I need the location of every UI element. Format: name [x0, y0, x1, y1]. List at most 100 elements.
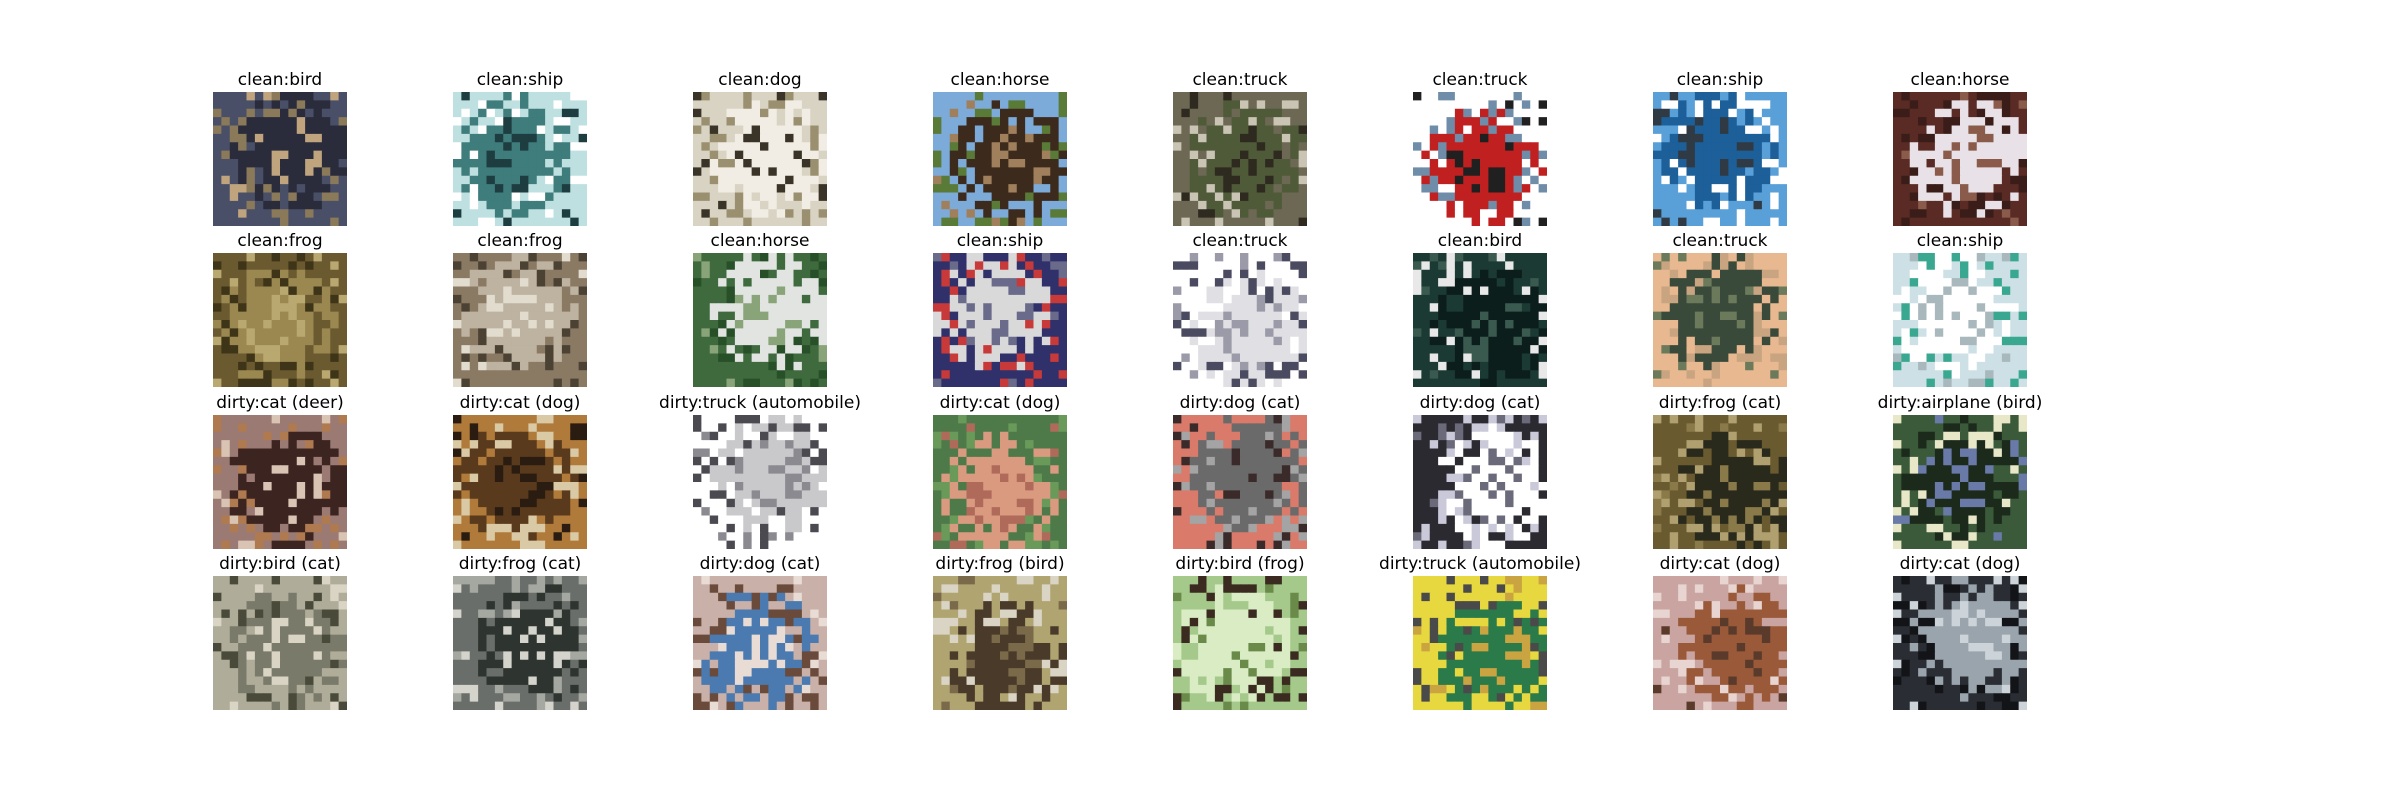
truck-photo-icon — [1413, 576, 1547, 710]
ship-photo-icon — [933, 253, 1067, 387]
dog-photo-icon — [1413, 415, 1547, 549]
grid-cell: clean:horse — [640, 231, 880, 391]
cell-caption: clean:truck — [1192, 231, 1288, 251]
thumbnail-mosaic — [933, 576, 1067, 710]
frog-photo-icon — [453, 576, 587, 710]
cat-photo-icon — [213, 415, 347, 549]
grid-cell: clean:ship — [1840, 231, 2080, 391]
dog-photo-icon — [693, 92, 827, 226]
thumbnail-mosaic — [1173, 576, 1307, 710]
cell-caption: dirty:cat (deer) — [216, 393, 344, 413]
cell-caption: dirty:truck (automobile) — [659, 393, 861, 413]
horse-photo-icon — [933, 92, 1067, 226]
cell-caption: dirty:cat (dog) — [939, 393, 1061, 413]
grid-cell: clean:truck — [1120, 70, 1360, 230]
thumbnail-mosaic — [213, 253, 347, 387]
grid-cell: clean:frog — [160, 231, 400, 391]
grid-cell: dirty:truck (automobile) — [1360, 554, 1600, 714]
cat-photo-icon — [933, 415, 1067, 549]
cell-caption: clean:bird — [1437, 231, 1523, 251]
cell-caption: clean:bird — [237, 70, 323, 90]
grid-cell: dirty:cat (dog) — [400, 393, 640, 553]
cell-caption: clean:ship — [1676, 70, 1764, 90]
cell-caption: clean:ship — [956, 231, 1044, 251]
grid-cell: clean:ship — [400, 70, 640, 230]
bird-photo-icon — [1173, 576, 1307, 710]
bird-photo-icon — [213, 92, 347, 226]
grid-cell: dirty:bird (cat) — [160, 554, 400, 714]
cell-caption: dirty:frog (cat) — [458, 554, 582, 574]
grid-cell: dirty:dog (cat) — [1360, 393, 1600, 553]
grid-cell: dirty:dog (cat) — [1120, 393, 1360, 553]
thumbnail-mosaic — [1893, 253, 2027, 387]
cell-caption: clean:horse — [710, 231, 810, 251]
cell-caption: clean:ship — [476, 70, 564, 90]
thumbnail-mosaic — [453, 415, 587, 549]
grid-cell: clean:ship — [880, 231, 1120, 391]
cell-caption: clean:frog — [477, 231, 563, 251]
grid-cell: clean:ship — [1600, 70, 1840, 230]
cell-caption: dirty:airplane (bird) — [1877, 393, 2043, 413]
cell-caption: clean:truck — [1432, 70, 1528, 90]
grid-cell: dirty:cat (deer) — [160, 393, 400, 553]
grid-cell: dirty:bird (frog) — [1120, 554, 1360, 714]
thumbnail-mosaic — [933, 415, 1067, 549]
thumbnail-mosaic — [1413, 576, 1547, 710]
truck-photo-icon — [693, 415, 827, 549]
grid-cell: clean:truck — [1360, 70, 1600, 230]
dog-photo-icon — [693, 576, 827, 710]
grid-cell: clean:horse — [1840, 70, 2080, 230]
cell-caption: dirty:dog (cat) — [699, 554, 821, 574]
horse-photo-icon — [1893, 92, 2027, 226]
grid-cell: dirty:frog (bird) — [880, 554, 1120, 714]
thumbnail-mosaic — [1413, 253, 1547, 387]
thumbnail-mosaic — [1173, 92, 1307, 226]
cat-photo-icon — [1653, 576, 1787, 710]
thumbnail-mosaic — [693, 92, 827, 226]
thumbnail-mosaic — [213, 576, 347, 710]
thumbnail-mosaic — [1653, 253, 1787, 387]
cell-caption: dirty:dog (cat) — [1419, 393, 1541, 413]
frog-photo-icon — [453, 253, 587, 387]
grid-cell: dirty:dog (cat) — [640, 554, 880, 714]
thumbnail-mosaic — [1173, 415, 1307, 549]
cell-caption: dirty:cat (dog) — [1659, 554, 1781, 574]
grid-cell: dirty:airplane (bird) — [1840, 393, 2080, 553]
thumbnail-mosaic — [933, 253, 1067, 387]
ship-photo-icon — [1653, 92, 1787, 226]
cell-caption: dirty:cat (dog) — [1899, 554, 2021, 574]
cell-caption: clean:horse — [1910, 70, 2010, 90]
grid-cell: clean:horse — [880, 70, 1120, 230]
thumbnail-mosaic — [1413, 92, 1547, 226]
truck-photo-icon — [1173, 92, 1307, 226]
grid-cell: dirty:cat (dog) — [1840, 554, 2080, 714]
grid-cell: clean:truck — [1600, 231, 1840, 391]
thumbnail-mosaic — [1893, 415, 2027, 549]
ship-photo-icon — [453, 92, 587, 226]
cell-caption: dirty:frog (cat) — [1658, 393, 1782, 413]
frog-photo-icon — [213, 253, 347, 387]
horse-photo-icon — [693, 253, 827, 387]
grid-cell: clean:dog — [640, 70, 880, 230]
thumbnail-mosaic — [453, 92, 587, 226]
thumbnail-mosaic — [213, 415, 347, 549]
thumbnail-mosaic — [693, 576, 827, 710]
thumbnail-mosaic — [1413, 415, 1547, 549]
grid-cell: clean:frog — [400, 231, 640, 391]
cell-caption: clean:ship — [1916, 231, 2004, 251]
cell-caption: dirty:frog (bird) — [935, 554, 1065, 574]
grid-cell: dirty:cat (dog) — [880, 393, 1120, 553]
grid-cell: dirty:frog (cat) — [1600, 393, 1840, 553]
cell-caption: clean:frog — [237, 231, 323, 251]
grid-cell: dirty:cat (dog) — [1600, 554, 1840, 714]
cell-caption: dirty:bird (frog) — [1175, 554, 1305, 574]
cat-photo-icon — [453, 415, 587, 549]
cell-caption: clean:horse — [950, 70, 1050, 90]
thumbnail-mosaic — [213, 92, 347, 226]
truck-photo-icon — [1413, 92, 1547, 226]
thumbnail-mosaic — [1893, 576, 2027, 710]
cell-caption: clean:truck — [1192, 70, 1288, 90]
grid-cell: clean:bird — [1360, 231, 1600, 391]
cell-caption: dirty:dog (cat) — [1179, 393, 1301, 413]
cell-caption: dirty:bird (cat) — [219, 554, 341, 574]
